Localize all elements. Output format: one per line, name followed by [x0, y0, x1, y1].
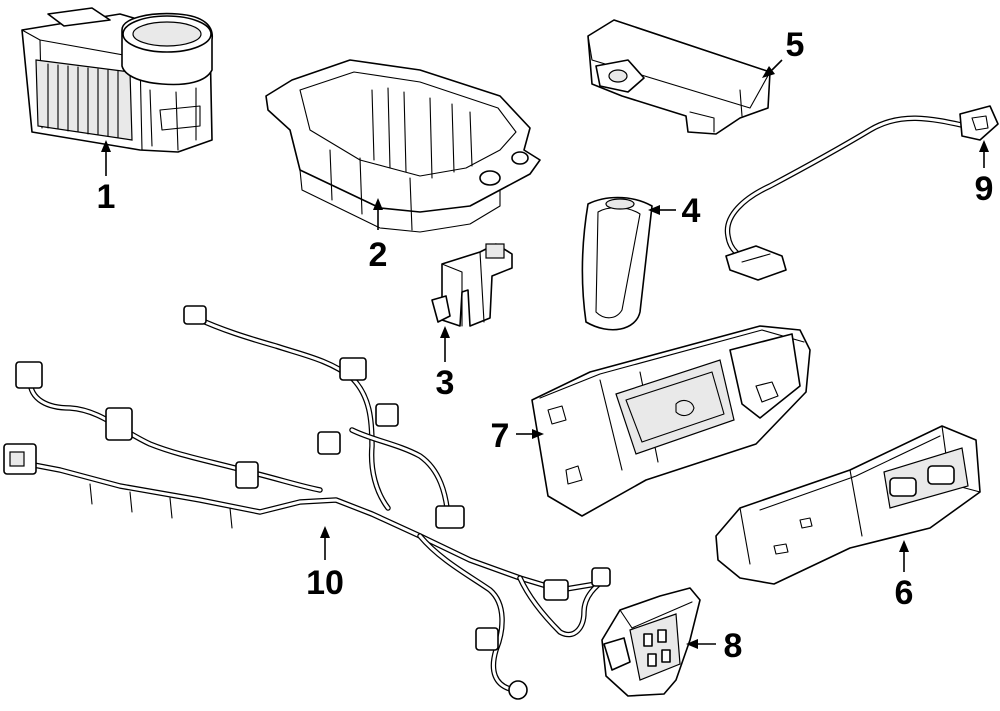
part-5-module — [587, 19, 771, 135]
callout-5: 5 — [786, 26, 805, 64]
arrowhead-1 — [101, 140, 111, 152]
arrowhead-4 — [648, 205, 660, 215]
part-2-bezel-frame — [265, 59, 541, 233]
part-9-sensor-lead — [724, 105, 999, 281]
callout-4: 4 — [682, 192, 701, 230]
arrowhead-10 — [320, 526, 330, 538]
callout-7: 7 — [491, 417, 510, 455]
callout-6: 6 — [895, 574, 914, 612]
part-1-shifter-assembly — [21, 7, 213, 153]
arrowhead-2 — [373, 198, 383, 210]
callout-numbers: 1 2 3 4 5 6 7 8 9 10 — [97, 26, 994, 665]
part-8-switch-housing — [601, 587, 701, 697]
part-6-control-unit — [715, 425, 981, 585]
part-7-switch-bank — [531, 325, 811, 517]
arrowhead-3 — [440, 326, 450, 338]
callout-leaders — [101, 59, 989, 649]
arrowhead-9 — [979, 140, 989, 152]
arrowhead-8 — [686, 639, 698, 649]
arrowhead-6 — [899, 540, 909, 552]
part-3-bracket — [431, 243, 513, 327]
part-10-wiring-harness — [3, 305, 611, 700]
callout-10: 10 — [306, 564, 344, 602]
callout-9: 9 — [975, 170, 994, 208]
callout-1: 1 — [97, 178, 116, 216]
leader-5 — [771, 59, 783, 71]
callout-3: 3 — [436, 364, 455, 402]
callout-2: 2 — [369, 236, 388, 274]
callout-8: 8 — [724, 627, 743, 665]
arrowhead-7 — [532, 429, 544, 439]
arrowhead-5 — [762, 66, 775, 78]
part-4-trim-piece — [581, 196, 653, 331]
